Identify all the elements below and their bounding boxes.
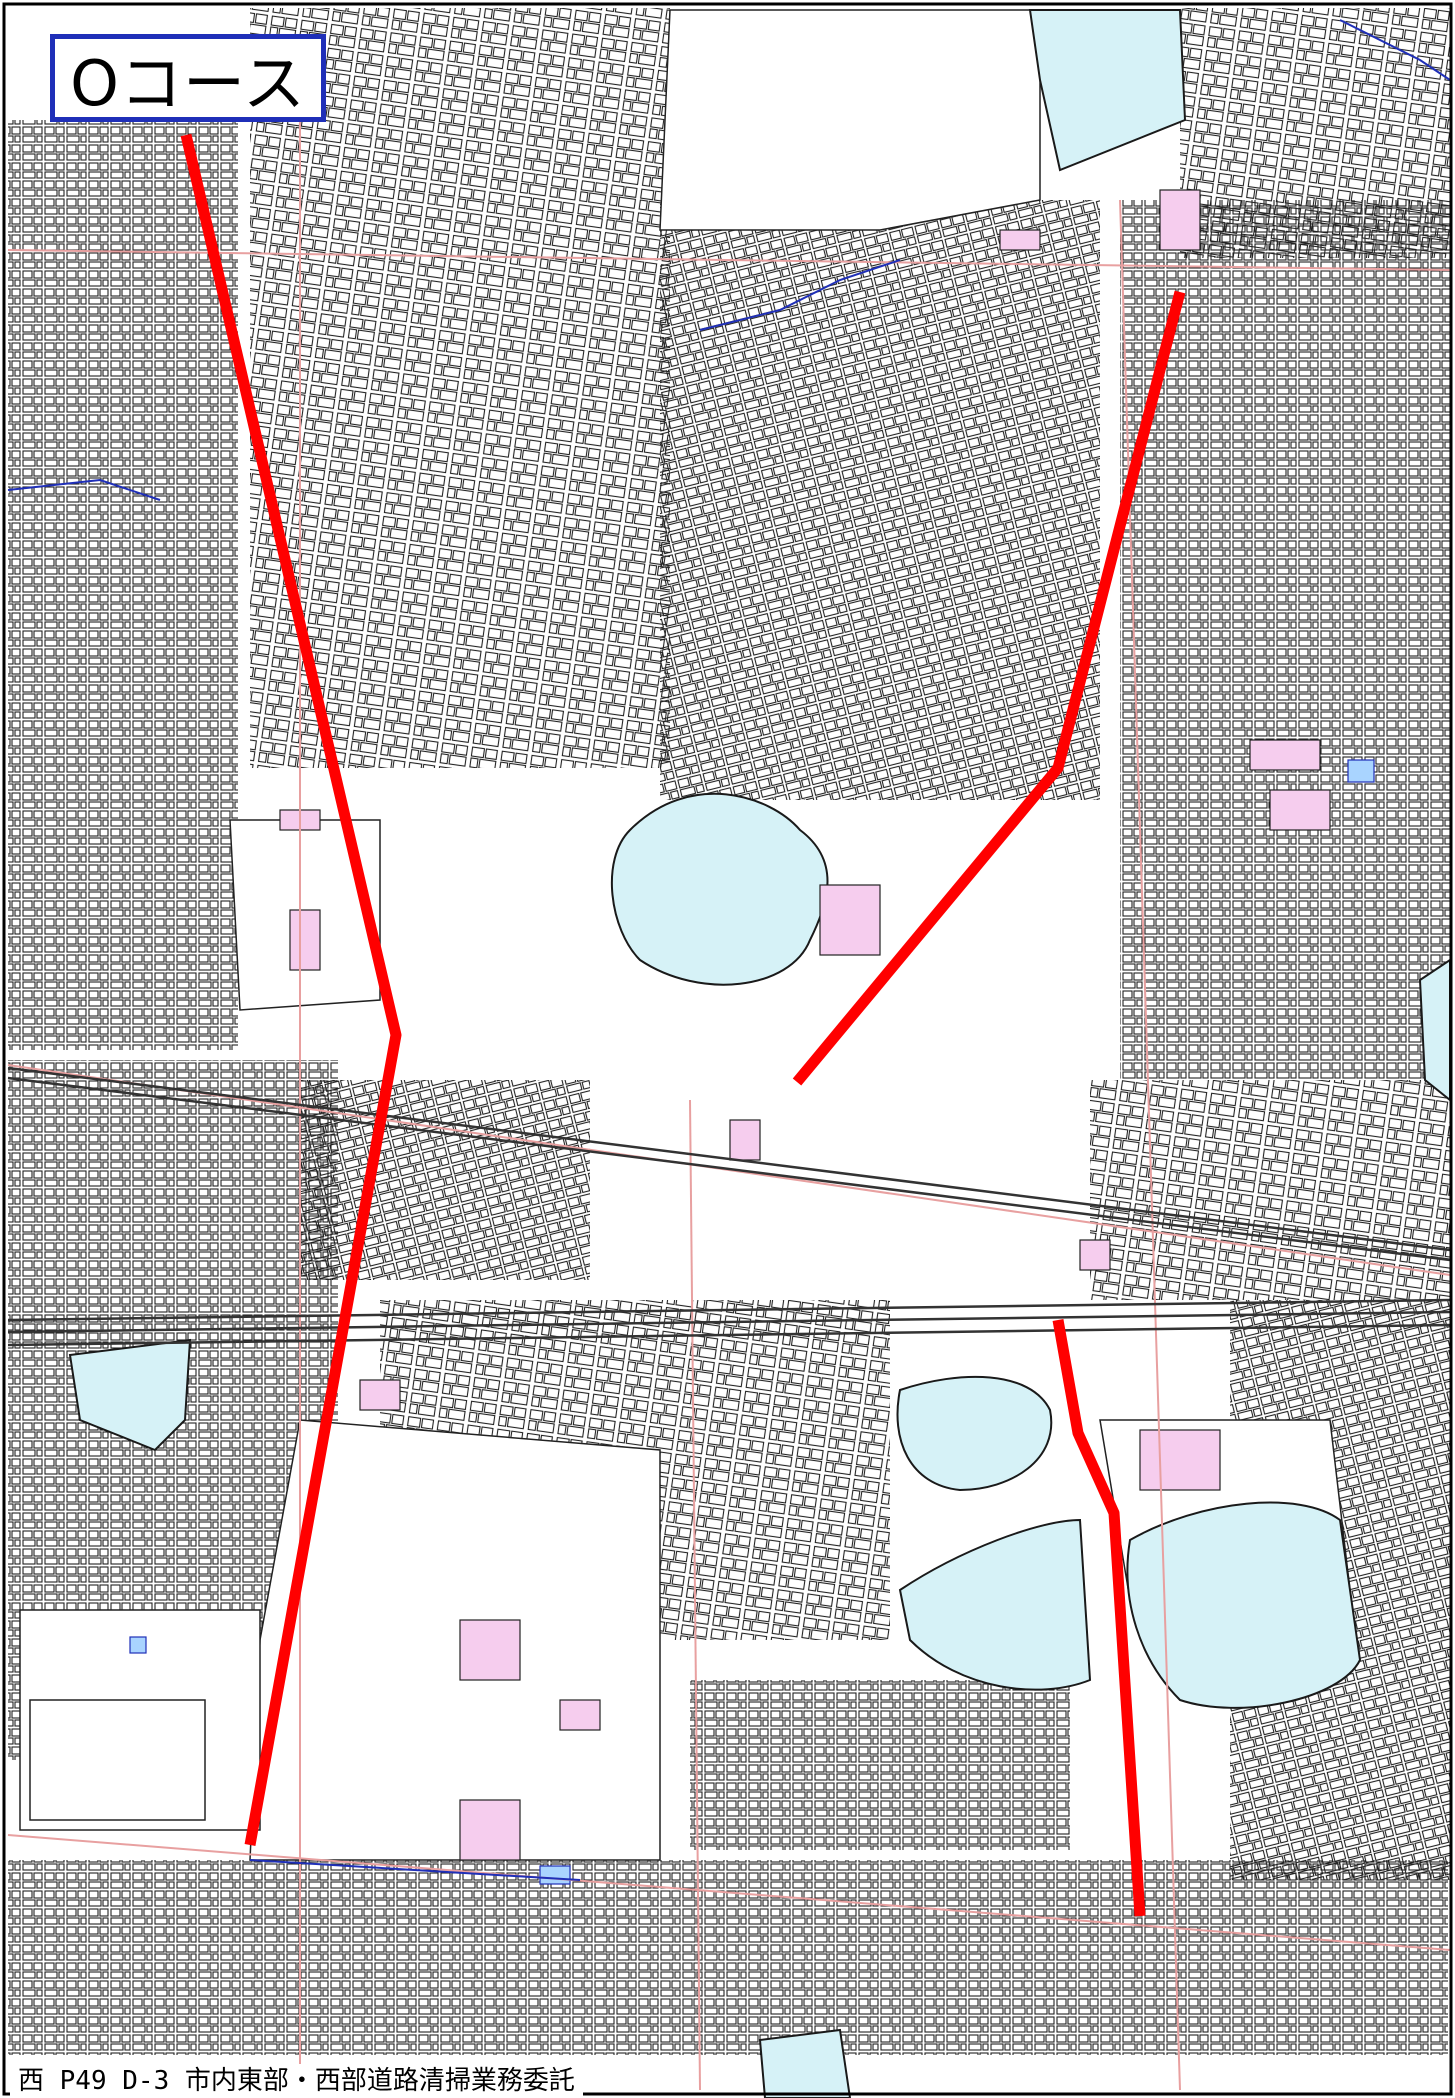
route-segment-southeast [1052, 1319, 1146, 1917]
pond-southeast [1126, 1501, 1362, 1709]
roads [7, 40, 1451, 2091]
railway [7, 1066, 1451, 1347]
boundary-lines [7, 19, 1451, 1881]
route-segment-west [180, 133, 402, 1846]
pond-north [1028, 9, 1187, 172]
cleaning-route [180, 133, 1186, 1917]
route-segment-northeast [792, 290, 1186, 1086]
water-bodies [68, 9, 1451, 2098]
pond-east-edge [1418, 958, 1451, 1103]
map-footer-caption: 西 P49 D-3 市内東部・西部道路清掃業務委託 [10, 2064, 583, 2098]
pond-south [758, 2028, 852, 2098]
course-title-text: Oコース [70, 47, 306, 120]
facility-areas [279, 189, 1331, 1861]
pond-southcenter-upper [896, 1375, 1053, 1492]
pond-center [610, 792, 829, 986]
course-title: Oコース [50, 34, 326, 122]
blue-markers [129, 759, 1375, 1885]
pond-southcenter-lower [898, 1518, 1092, 1691]
